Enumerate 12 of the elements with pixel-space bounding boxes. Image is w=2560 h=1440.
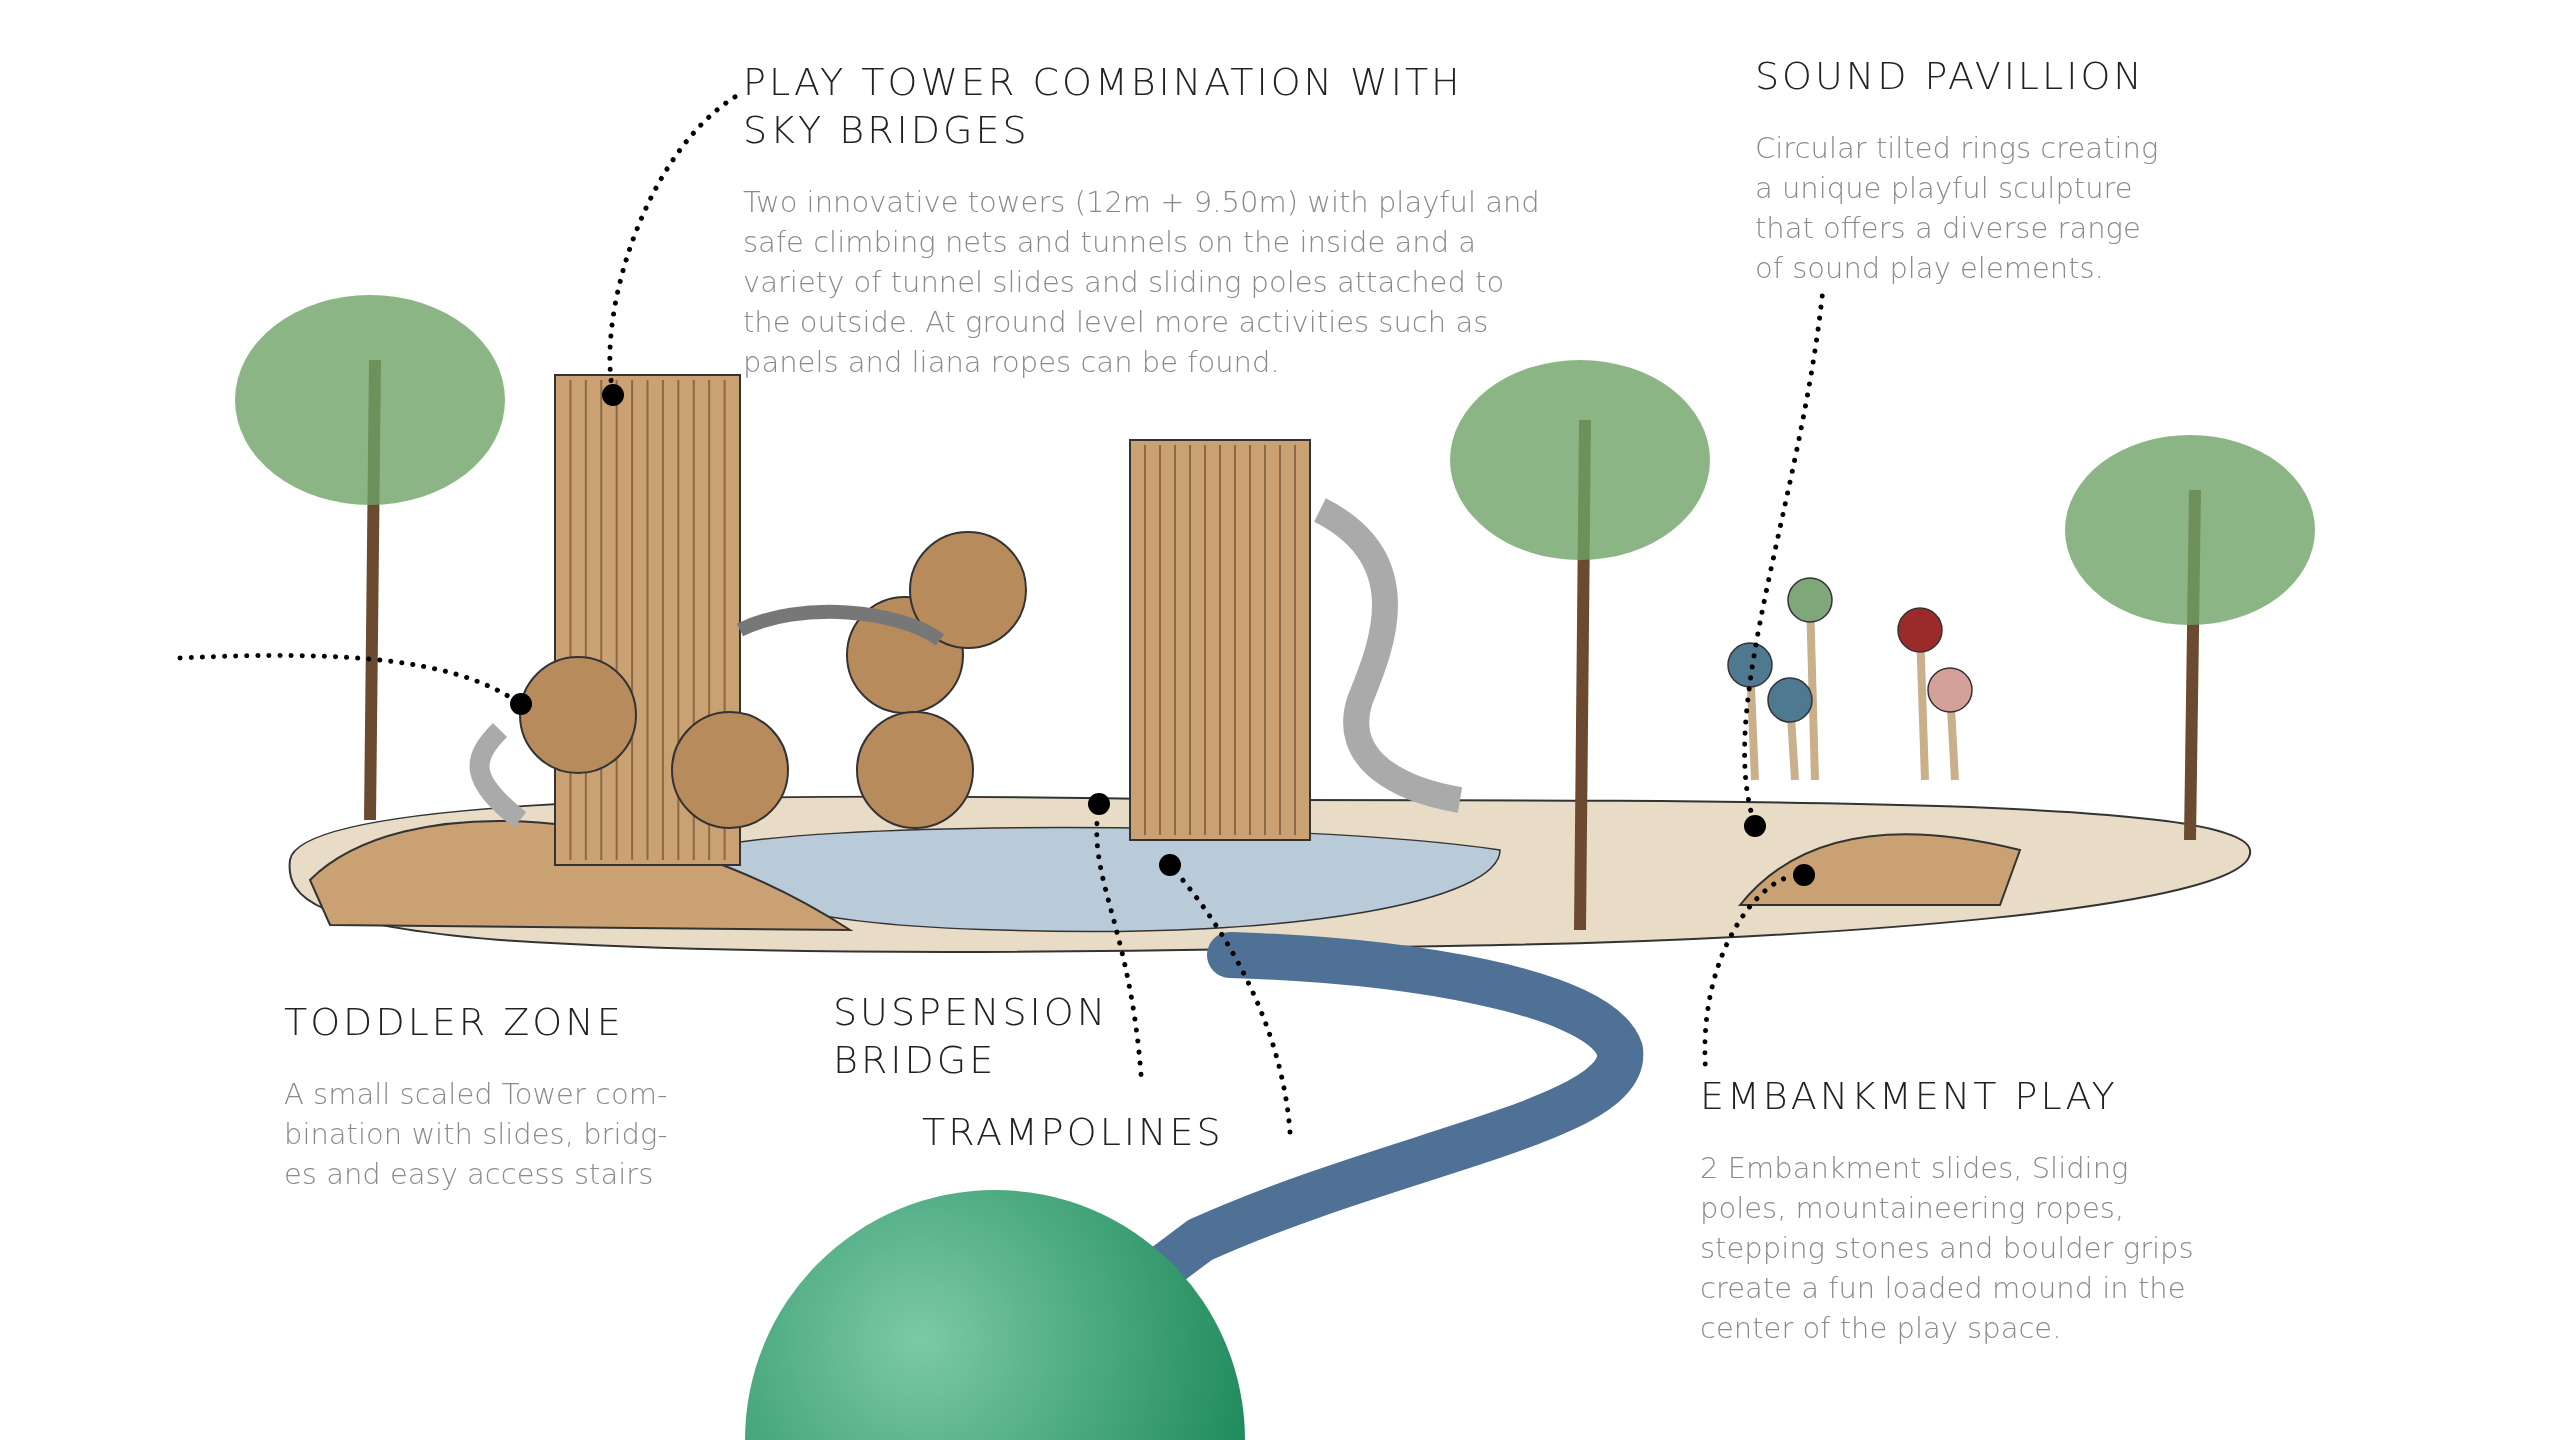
callout-heading: SUSPENSION BRIDGE bbox=[833, 989, 1110, 1084]
callout-heading: SOUND PAVILLION bbox=[1755, 53, 2146, 100]
callout-description: 2 Embankment slides, Sliding poles, mountaineering ropes, stepping stones and boulder grips create a fun loaded mound in the center of the play space. bbox=[1700, 1150, 2195, 1347]
callout-heading: PLAY TOWER COMBINATION WITH SKY BRIDGES bbox=[743, 59, 1464, 154]
callout-description: A small scaled Tower com- bination with slides, bridg- es and easy access stairs bbox=[284, 1076, 669, 1193]
marker-dot bbox=[1088, 793, 1110, 815]
callout-description: Circular tilted rings creating a unique playful sculpture that offers a diverse range of sound play elements. bbox=[1755, 130, 2160, 287]
callout-heading: EMBANKMENT PLAY bbox=[1700, 1073, 2119, 1120]
callout-description: Two innovative towers (12m + 9.50m) with playful and safe climbing nets and tunnels on the inside and a variety of tunnel slides and sliding poles attached to the outside. At ground level more activities such as panels and liana ropes can be found. bbox=[743, 184, 1541, 381]
callout-heading: TRAMPOLINES bbox=[922, 1109, 1225, 1156]
callout-heading: TODDLER ZONE bbox=[284, 999, 625, 1046]
marker-dot bbox=[510, 693, 532, 715]
